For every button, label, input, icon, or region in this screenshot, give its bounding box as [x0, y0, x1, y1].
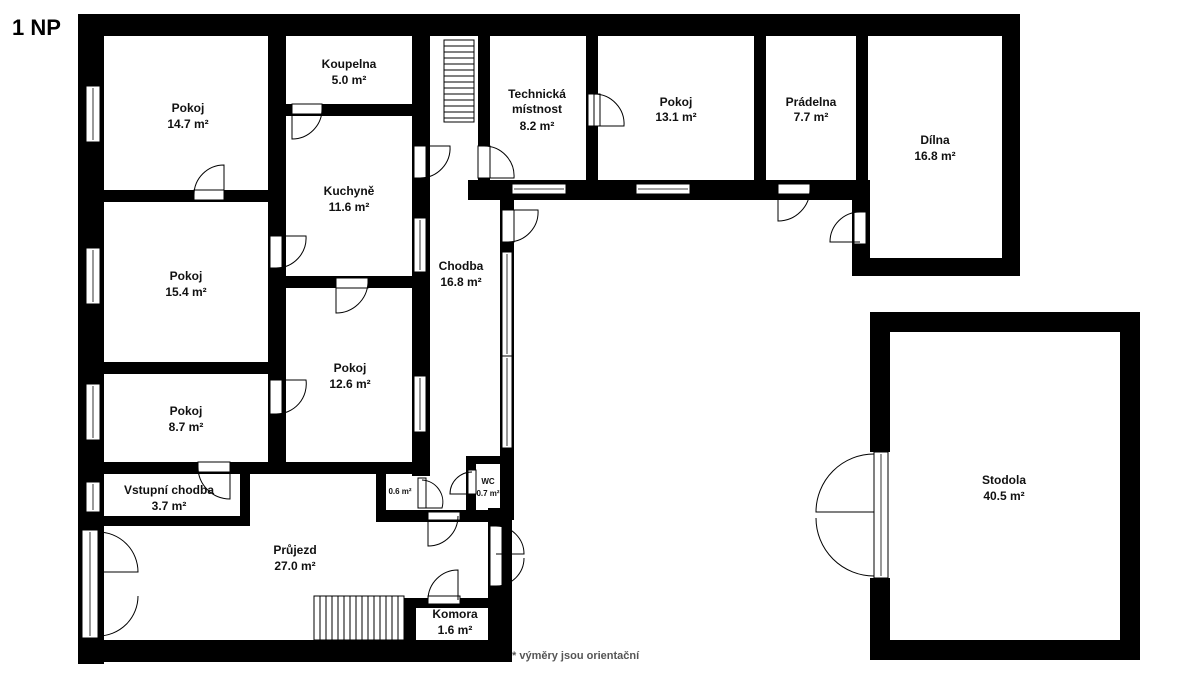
- wall-vestibule-right: [240, 470, 250, 526]
- room-area: 5.0 m²: [332, 73, 367, 87]
- staircase-top: [443, 39, 475, 123]
- window-icon: [81, 529, 99, 639]
- room-area: 27.0 m²: [274, 559, 315, 573]
- wall-bottom: [78, 640, 500, 662]
- window-icon: [85, 247, 101, 305]
- door-icon: [815, 453, 875, 577]
- stodola-wall-bottom: [870, 640, 1140, 660]
- stodola-wall-left-bottom: [870, 578, 890, 660]
- room-area: 14.7 m²: [167, 117, 208, 131]
- room-name: Kuchyně: [324, 184, 375, 198]
- door-icon: [587, 93, 625, 127]
- room-area: 12.6 m²: [329, 377, 370, 391]
- room-name: místnost: [512, 102, 562, 116]
- room-name: WC: [481, 477, 495, 486]
- staircase-bottom: [313, 595, 405, 641]
- wall-v-754: [754, 36, 766, 196]
- room-area: 11.6 m²: [329, 200, 370, 214]
- room-area: 3.7 m²: [152, 499, 187, 513]
- disclaimer-note: * výměry jsou orientační: [512, 650, 640, 662]
- door-icon: [501, 209, 539, 243]
- room-name: Chodba: [439, 259, 484, 273]
- door-icon: [193, 164, 225, 201]
- wall-small-left: [376, 470, 386, 520]
- door-icon: [777, 183, 811, 222]
- wall-top: [84, 14, 1019, 36]
- wall-h-190: [104, 190, 274, 202]
- room-area: 13.1 m²: [655, 110, 696, 124]
- window-icon: [873, 451, 889, 579]
- room-area: 8.2 m²: [520, 119, 555, 133]
- room-area: 8.7 m²: [169, 420, 204, 434]
- door-icon: [335, 277, 369, 314]
- room-name: Technická: [508, 87, 566, 101]
- door-icon: [269, 379, 307, 415]
- room-area: 0.6 m²: [388, 487, 411, 496]
- room-name: Průjezd: [273, 543, 316, 557]
- door-icon: [413, 145, 451, 179]
- wall-bottom-dilna: [852, 258, 1020, 276]
- door-icon: [489, 525, 525, 587]
- door-icon: [829, 211, 867, 245]
- window-icon: [85, 85, 101, 143]
- room-area: 40.5 m²: [983, 489, 1024, 503]
- door-icon: [449, 469, 477, 495]
- room-name: Stodola: [982, 473, 1026, 487]
- room-name: Pokoj: [660, 95, 693, 109]
- door-icon: [427, 511, 461, 547]
- wall-vestibule-bottom: [96, 516, 248, 526]
- window-icon: [501, 355, 513, 449]
- wall-v-856: [856, 36, 868, 196]
- walls: [78, 14, 1140, 664]
- window-icon: [413, 375, 427, 433]
- window-icon: [85, 481, 101, 513]
- wall-h-462: [104, 462, 430, 474]
- wall-wc-top: [466, 456, 512, 464]
- room-area: 0.7 m²: [476, 489, 499, 498]
- wall-h-362: [104, 362, 274, 374]
- door-icon: [197, 461, 231, 500]
- wall-komora-left: [404, 598, 416, 648]
- room-name: Pokoj: [172, 101, 205, 115]
- room-area: 15.4 m²: [165, 285, 206, 299]
- room-area: 16.8 m²: [914, 149, 955, 163]
- floor-label: 1 NP: [12, 15, 61, 40]
- room-name: Komora: [432, 607, 478, 621]
- stodola-wall-left-top: [870, 312, 890, 452]
- door-icon: [477, 145, 515, 179]
- door-icon: [97, 531, 139, 637]
- room-area: 7.7 m²: [794, 110, 829, 124]
- window-icon: [501, 251, 513, 357]
- window-icon: [413, 217, 427, 273]
- room-name: Pokoj: [170, 269, 203, 283]
- stodola-wall-top: [870, 312, 1140, 332]
- wall-right-dilna: [1002, 14, 1020, 276]
- door-icon: [291, 103, 323, 140]
- door-icon: [269, 235, 307, 269]
- windows: [81, 85, 889, 639]
- room-area: 1.6 m²: [438, 623, 473, 637]
- window-icon: [511, 183, 567, 195]
- room-name: Vstupní chodba: [124, 483, 214, 497]
- door-icon: [427, 569, 461, 605]
- window-icon: [635, 183, 691, 195]
- stodola-wall-right: [1120, 312, 1140, 660]
- room-name: Pokoj: [334, 361, 367, 375]
- room-name: Dílna: [920, 133, 950, 147]
- room-name: Prádelna: [786, 95, 837, 109]
- door-icon: [417, 477, 444, 509]
- room-name: Koupelna: [322, 57, 377, 71]
- room-name: Pokoj: [170, 404, 203, 418]
- window-icon: [85, 383, 101, 441]
- doors: [97, 93, 875, 637]
- room-area: 16.8 m²: [440, 275, 481, 289]
